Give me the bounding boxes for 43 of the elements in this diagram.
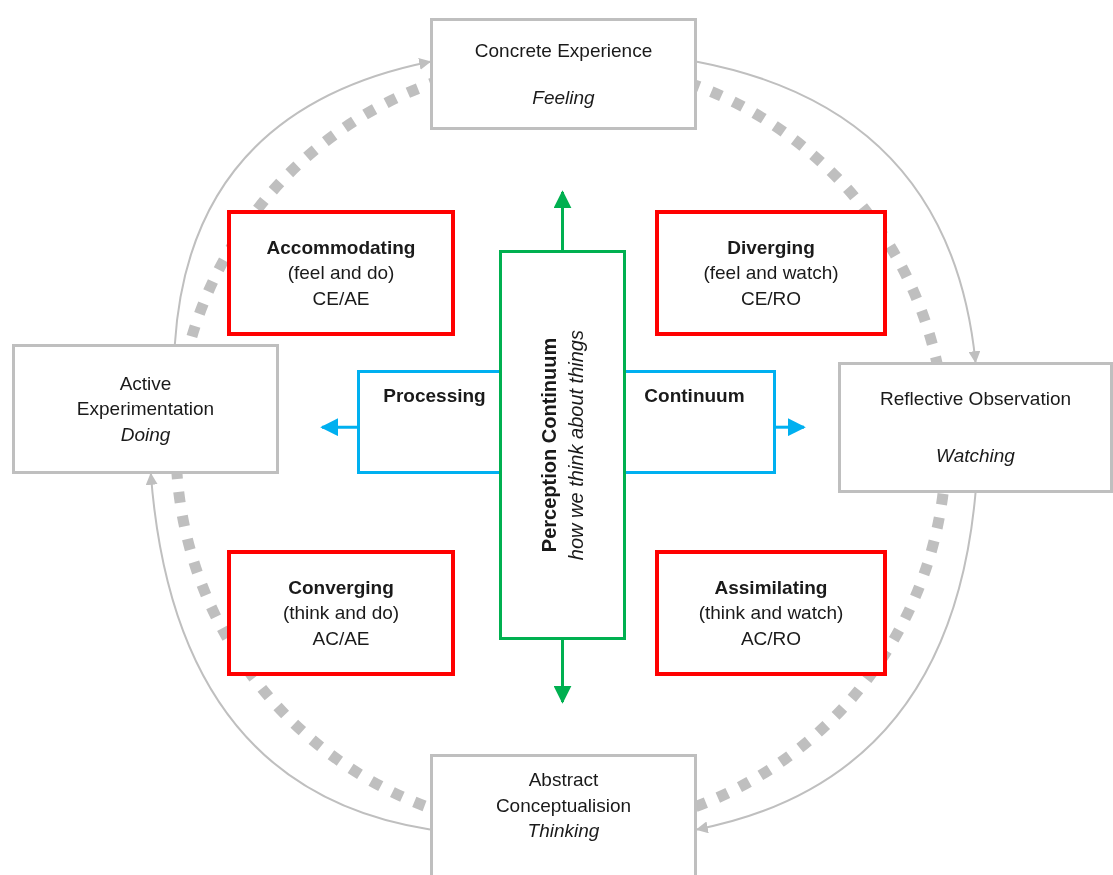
box-text: CE/RO — [740, 286, 802, 311]
processing-box — [626, 370, 776, 474]
box-text: (feel and watch) — [703, 261, 839, 286]
stage-box — [12, 344, 279, 474]
box-title: Converging — [288, 575, 394, 600]
box-title: Processing — [383, 384, 486, 408]
box-title: Assimilating — [714, 575, 828, 600]
stage-box — [430, 18, 697, 130]
style-box — [227, 210, 455, 336]
box-subtitle: Doing — [120, 422, 171, 447]
style-box — [655, 210, 887, 336]
box-subtitle: Watching — [936, 443, 1015, 468]
arrow — [146, 472, 431, 831]
box-title: Diverging — [727, 235, 815, 260]
box-subtitle: Feeling — [532, 85, 595, 110]
stage-box — [430, 754, 697, 875]
arrow — [553, 640, 572, 704]
arrow — [696, 60, 980, 364]
box-title: Perception Continuum — [536, 337, 561, 553]
box-text: (think and do) — [282, 601, 400, 626]
box-title: Accommodating — [266, 235, 416, 260]
box-text: Abstract Conceptualision — [494, 768, 633, 818]
arrow — [776, 418, 806, 437]
stage-box — [838, 362, 1113, 493]
box-subtitle: Thinking — [527, 819, 600, 844]
arrow — [553, 190, 572, 250]
box-text: AC/RO — [740, 626, 802, 651]
box-text: Reflective Observation — [879, 387, 1072, 412]
arrow — [695, 492, 977, 833]
arrow — [173, 58, 432, 345]
box-text: (feel and do) — [287, 261, 395, 286]
style-box — [227, 550, 455, 676]
box-title: Continuum — [644, 384, 745, 408]
arrow — [320, 418, 357, 437]
box-text: (think and watch) — [698, 601, 844, 626]
box-subtitle: how we think about things — [563, 329, 588, 561]
box-text: AC/AE — [312, 626, 370, 651]
style-box — [655, 550, 887, 676]
box-text: Concrete Experience — [474, 38, 653, 63]
processing-box — [357, 370, 499, 474]
box-text: CE/AE — [312, 286, 370, 311]
box-text: Active Experimentation — [75, 371, 216, 422]
perception-box — [499, 250, 626, 640]
